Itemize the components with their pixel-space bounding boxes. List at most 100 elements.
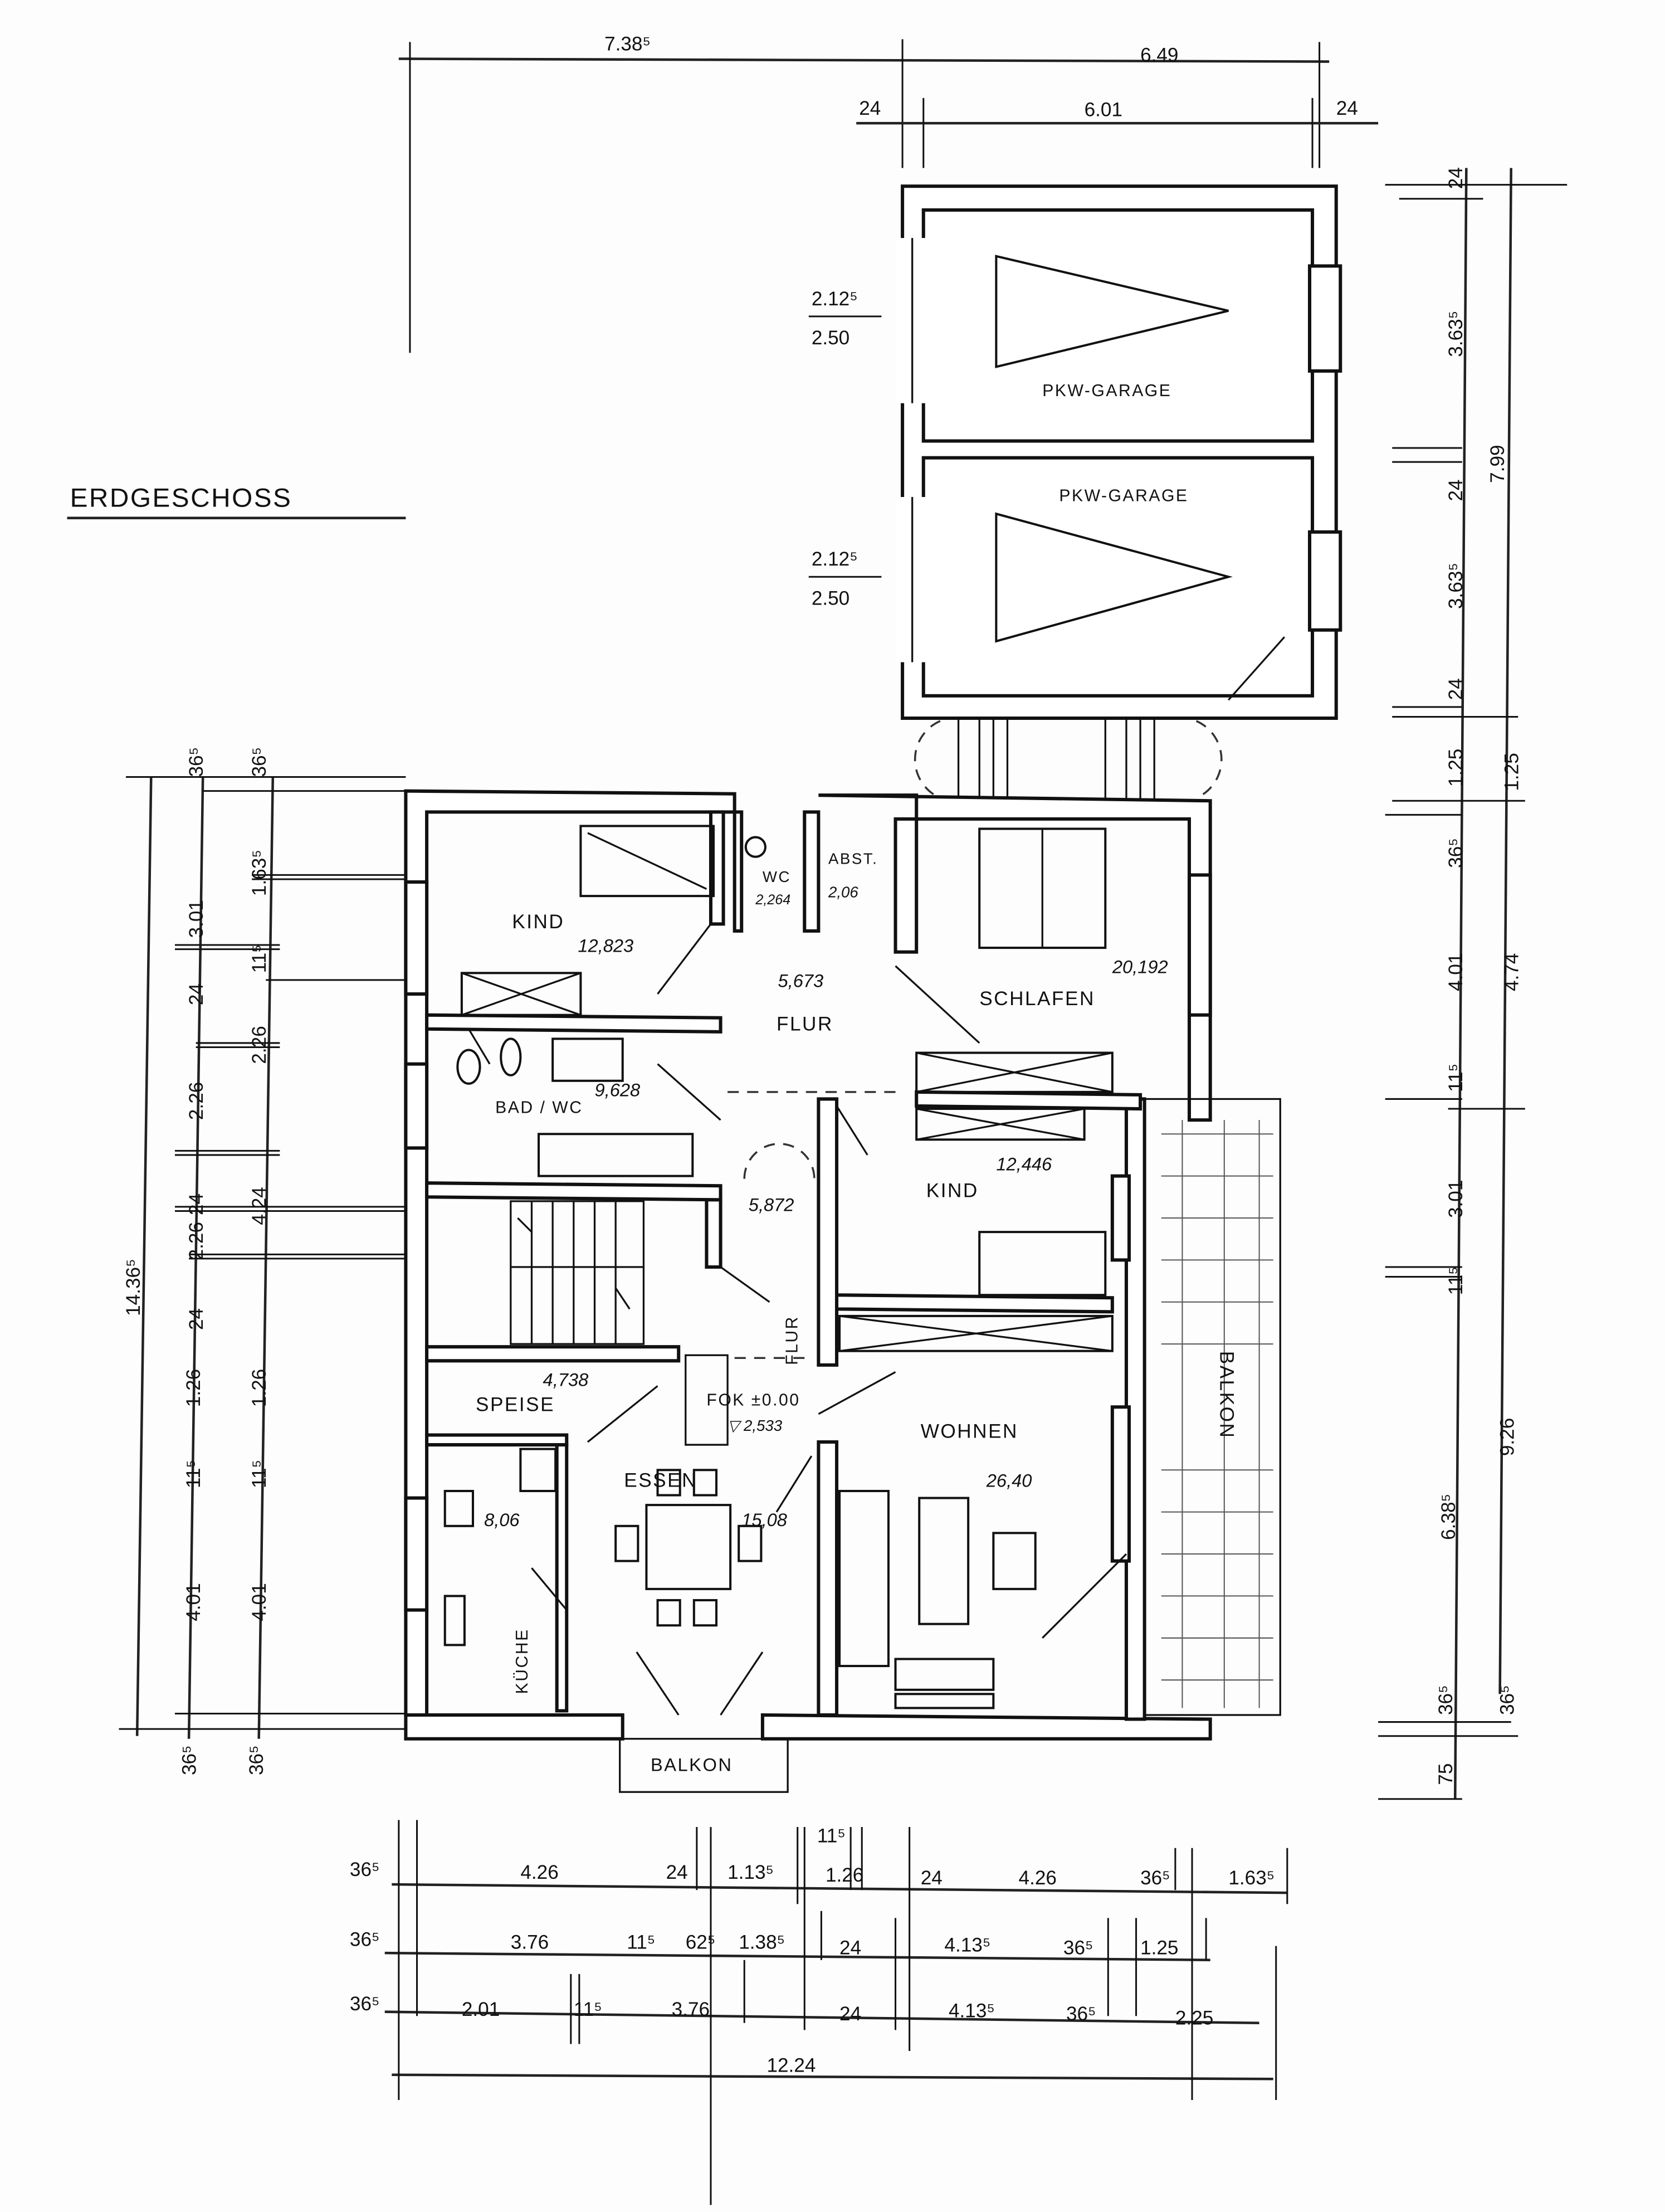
dim-label: 4.74 [1501, 953, 1522, 991]
room-flur-1-area: 5,673 [778, 970, 824, 991]
room-essen-label: ESSEN [624, 1469, 697, 1491]
wardrobe [915, 1108, 1086, 1141]
bed [579, 825, 715, 898]
garage-1-label: PKW-GARAGE [1042, 382, 1171, 400]
dim-label: 24 [666, 1862, 688, 1883]
dim-label: 11⁵ [627, 1932, 655, 1953]
room-wc-area: 2,264 [755, 892, 790, 908]
dim-label: 1.25 [1501, 753, 1522, 791]
dim-label: 3.63⁵ [1445, 311, 1467, 357]
dim-label: 6.38⁵ [1438, 1494, 1459, 1540]
dim-label: 1.26 [248, 1369, 270, 1407]
washbasin [551, 1037, 624, 1082]
dim-label: 2.01 [462, 1999, 500, 2020]
dim-label: 75 [1435, 1763, 1457, 1785]
bottom-dimensions: 36⁵ 4.26 24 1.13⁵ 11⁵ 1.26 24 4.26 36⁵ 1… [350, 1820, 1288, 2205]
dim-label: 4.01 [183, 1583, 204, 1621]
dim-label: 2.50 [812, 327, 849, 349]
dim-label: 11⁵ [248, 1460, 270, 1488]
dim-label: 24 [1445, 167, 1467, 189]
dim-label: 2.25 [1175, 2007, 1213, 2029]
dim-label: 36⁵ [246, 1745, 267, 1775]
dim-total-label: 12.24 [766, 2055, 816, 2077]
dim-label: 24 [839, 2003, 861, 2025]
dim-label: 14.36⁵ [123, 1259, 144, 1316]
sofa [838, 1489, 890, 1668]
dim-label: 36⁵ [185, 747, 207, 777]
dim-label: 24 [185, 1308, 207, 1330]
dim-label: 3.76 [672, 1999, 710, 2020]
room-labels: KIND 12,823 WC 2,264 ABST. 2,06 5,673 FL… [476, 850, 1168, 1694]
dim-line [398, 57, 1330, 63]
balcony-east: BALKON [1143, 1098, 1281, 1716]
dim-label: 36⁵ [1497, 1685, 1518, 1715]
dim-label: 1.38⁵ [739, 1932, 785, 1953]
dim-label: 7.99 [1487, 445, 1508, 483]
dim-label: 11⁵ [183, 1460, 204, 1488]
sofa [894, 1658, 995, 1691]
house-walls [404, 789, 1212, 1741]
dim-label: 36⁵ [179, 1745, 201, 1775]
room-abst-area: 2,06 [828, 884, 858, 901]
stove [443, 1489, 474, 1527]
dim-label: 4.26 [1019, 1867, 1057, 1889]
dim-label: 1.26 [183, 1369, 204, 1407]
garage-block: PKW-GARAGE PKW-GARAGE 2.12⁵ 2.50 2.12⁵ 2… [808, 184, 1342, 805]
dim-label: 9.26 [1497, 1418, 1518, 1456]
dim-label: 2.50 [812, 587, 849, 609]
bidet [500, 1037, 522, 1076]
room-speise-label: SPEISE [476, 1394, 555, 1416]
dim-label: 36⁵ [350, 1859, 380, 1880]
room-wohnen-area: 26,40 [986, 1470, 1032, 1490]
dim-label: 1.63⁵ [248, 850, 270, 896]
entrance-steps [914, 717, 1223, 805]
room-wohnen-label: WOHNEN [921, 1420, 1018, 1442]
plan-title: ERDGESCHOSS [67, 484, 406, 519]
window [404, 880, 429, 996]
dim-label: 1.13⁵ [727, 1862, 774, 1883]
coffee-table [918, 1497, 970, 1625]
garage-1 [921, 208, 1315, 443]
dim-label: 11⁵ [1445, 1266, 1467, 1295]
dim-label: 36⁵ [248, 747, 270, 777]
dim-label: 2.26 [248, 1026, 270, 1064]
dim-label: 24 [1336, 98, 1358, 119]
dim-label: 4.01 [248, 1583, 270, 1621]
dim-label: 7.38⁵ [604, 33, 651, 55]
floor-level-value: ▽ 2,533 [727, 1417, 783, 1434]
room-kind-1-area: 12,823 [578, 936, 633, 956]
room-schlafen-area: 20,192 [1112, 956, 1168, 977]
dim-label: 62⁵ [686, 1932, 716, 1953]
window [404, 1496, 429, 1612]
dining-table [645, 1504, 732, 1590]
dim-label: 4.13⁵ [944, 1935, 990, 1956]
room-abst-label: ABST. [828, 850, 878, 867]
window [404, 1062, 429, 1150]
dim-label: 24 [921, 1867, 943, 1889]
toilet [456, 1049, 481, 1085]
room-bad-label: BAD / WC [495, 1099, 583, 1117]
dim-label: 3.01 [185, 900, 207, 938]
room-kind-1-label: KIND [512, 911, 564, 933]
garage-side-door [1228, 636, 1286, 701]
armchair [992, 1532, 1037, 1590]
shaft [519, 1448, 557, 1492]
dim-label: 3.63⁵ [1445, 563, 1467, 609]
room-kind-2-label: KIND [926, 1180, 979, 1201]
room-essen-area: 15,08 [741, 1509, 787, 1530]
dim-label: 36⁵ [350, 1993, 380, 2015]
wardrobe [838, 1314, 1114, 1352]
dim-label: 11⁵ [248, 944, 270, 973]
dim-label: 4.13⁵ [949, 2000, 995, 2022]
floor-level-label: FOK ±0.00 [706, 1391, 800, 1410]
dim-label: 11⁵ [817, 1825, 846, 1847]
dim-label: 36⁵ [1445, 838, 1467, 868]
dim-label: 1.25 [1445, 749, 1467, 787]
door-arc [743, 1143, 816, 1179]
right-dimensions: 24 3.63⁵ 24 3.63⁵ 24 1.25 36⁵ 4.01 11⁵ 3… [1378, 167, 1568, 1800]
dim-label: 6.49 [1140, 45, 1178, 66]
room-bad-area: 9,628 [595, 1079, 641, 1100]
room-kueche-area: 8,06 [484, 1509, 520, 1530]
dim-label: 24 [859, 98, 881, 119]
